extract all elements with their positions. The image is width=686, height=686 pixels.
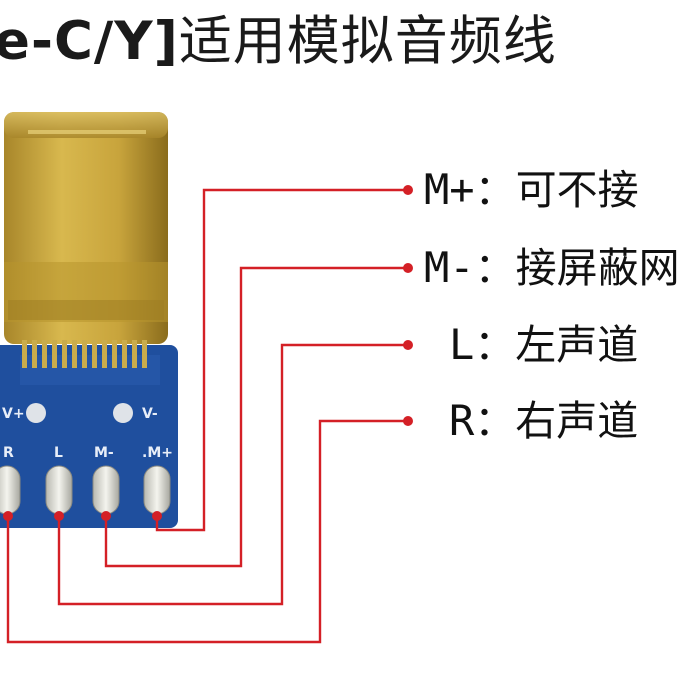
- label-m-minus-desc: 接屏蔽网: [515, 244, 680, 292]
- pad-label-mplus: .M+: [142, 445, 173, 461]
- label-right-desc: 右声道: [515, 397, 639, 445]
- label-left-pin: L: [449, 320, 475, 369]
- wire-dot-left-start: [54, 511, 64, 521]
- pcb-board: V+ V- R L M- .M+: [0, 345, 178, 528]
- pad-label-mminus: M-: [94, 445, 114, 461]
- label-m-minus: M-：接屏蔽网: [424, 243, 680, 292]
- pad-l: [45, 465, 73, 515]
- pad-label-l: L: [54, 445, 63, 461]
- wire-m-minus: [104, 266, 408, 568]
- title-suffix: 适用模拟音频线: [178, 11, 557, 72]
- page-title: e-C/Y]适用模拟音频线: [0, 2, 557, 82]
- label-m-minus-pin: M-: [424, 243, 475, 292]
- wire-dot-right-end: [403, 416, 413, 426]
- v-plus-hole: [26, 403, 46, 423]
- label-m-plus: M+：可不接: [424, 165, 639, 214]
- pad-r: [0, 465, 21, 515]
- wire-dot-left-end: [403, 340, 413, 350]
- wire-dot-mminus-end: [403, 263, 413, 273]
- wire-dot-mplus-end: [403, 185, 413, 195]
- wire-left: [57, 343, 408, 606]
- label-m-minus-sep: ：: [474, 244, 516, 292]
- label-right-sep: ：: [474, 397, 516, 445]
- wire-endpoints: [3, 185, 413, 521]
- label-m-plus-pin: M+: [424, 165, 475, 214]
- leader-wires: [6, 188, 408, 644]
- wire-dot-mplus-start: [152, 511, 162, 521]
- pad-mminus: [92, 465, 120, 515]
- wire-right: [6, 419, 408, 644]
- power-label-vplus: V+: [2, 406, 25, 422]
- label-left-desc: 左声道: [515, 321, 639, 369]
- title-prefix: e-C/Y]: [0, 11, 179, 72]
- pad-label-r: R: [3, 445, 14, 461]
- label-m-plus-sep: ：: [474, 166, 516, 214]
- label-m-plus-desc: 可不接: [515, 166, 639, 214]
- label-left-sep: ：: [474, 321, 516, 369]
- usb-c-connector: [4, 112, 168, 368]
- wire-dot-mminus-start: [101, 511, 111, 521]
- wire-m-plus: [155, 188, 408, 532]
- label-right-pin: R: [449, 396, 475, 445]
- v-minus-hole: [113, 403, 133, 423]
- power-label-vminus: V-: [142, 406, 158, 422]
- wire-dot-right-start: [3, 511, 13, 521]
- label-right: R：右声道: [449, 396, 639, 445]
- pad-mplus: [143, 465, 171, 515]
- label-left: L：左声道: [449, 320, 639, 369]
